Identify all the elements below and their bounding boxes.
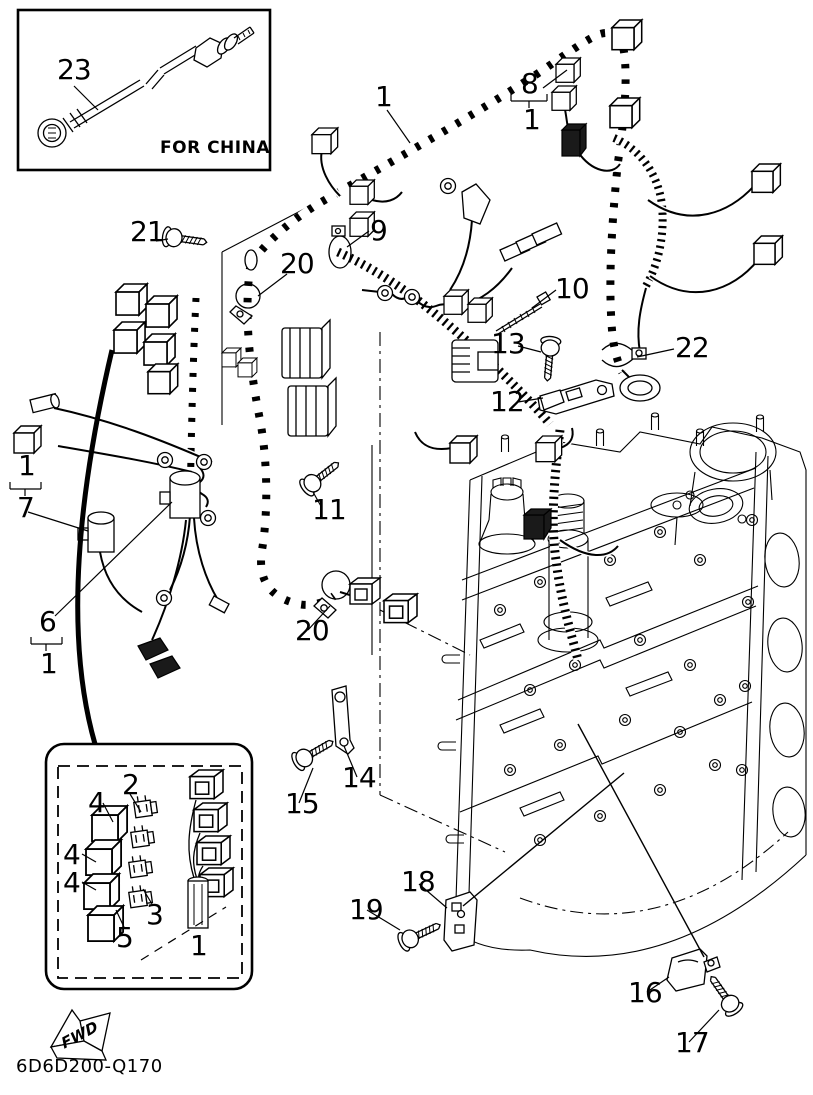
callout-3: 3 bbox=[146, 898, 164, 931]
callout-19: 19 bbox=[349, 893, 384, 926]
bracket-12 bbox=[537, 379, 615, 415]
fwd-arrow bbox=[49, 1008, 111, 1061]
callout-5: 5 bbox=[116, 921, 134, 954]
callout-8-of-1: 1 bbox=[523, 103, 541, 136]
clamp-20-lower bbox=[313, 570, 351, 619]
bolt-13 bbox=[536, 335, 562, 383]
for-china-note: FOR CHINA bbox=[160, 138, 270, 158]
engine-block bbox=[437, 412, 807, 957]
diagram-part-code: 6D6D200-Q170 bbox=[16, 1056, 163, 1077]
callout-20-lower: 20 bbox=[295, 614, 330, 647]
bolt-17 bbox=[702, 970, 746, 1020]
detail-balloon bbox=[44, 349, 254, 991]
callout-17: 17 bbox=[675, 1026, 710, 1059]
callout-11: 11 bbox=[312, 493, 347, 526]
callout-4a: 4 bbox=[88, 786, 106, 819]
callout-13: 13 bbox=[491, 327, 526, 360]
bolt-19 bbox=[394, 915, 445, 954]
callout-23: 23 bbox=[57, 53, 92, 86]
callout-12: 12 bbox=[490, 385, 525, 418]
bracket-16 bbox=[666, 948, 721, 992]
connector-cube bbox=[611, 19, 643, 51]
clamp-9 bbox=[328, 225, 352, 269]
callout-6-of-1: 1 bbox=[40, 647, 58, 680]
clamp-22 bbox=[601, 342, 647, 368]
callout-4c: 4 bbox=[63, 866, 81, 899]
callout-14: 14 bbox=[342, 761, 377, 794]
callout-9: 9 bbox=[370, 214, 388, 247]
leader-lines bbox=[9, 69, 720, 1043]
fasteners bbox=[160, 225, 746, 1020]
callout-4b: 4 bbox=[63, 838, 81, 871]
top-inset-box bbox=[16, 8, 272, 172]
wire-harness bbox=[13, 19, 784, 679]
callout-18: 18 bbox=[401, 865, 436, 898]
bolt-11 bbox=[296, 454, 346, 499]
callout-1-harness: 1 bbox=[375, 80, 393, 113]
callout-16: 16 bbox=[628, 976, 663, 1009]
callout-1-over-7: 1 bbox=[18, 449, 36, 482]
callout-2: 2 bbox=[122, 768, 140, 801]
callout-8: 8 bbox=[521, 67, 539, 100]
callout-10: 10 bbox=[555, 272, 590, 305]
bundle-connector bbox=[189, 769, 224, 800]
callout-22: 22 bbox=[675, 331, 710, 364]
clamp-20-upper bbox=[229, 283, 261, 325]
callout-15: 15 bbox=[285, 787, 320, 820]
bolt-21 bbox=[160, 225, 209, 253]
callout-6: 6 bbox=[39, 605, 57, 638]
callout-20-upper: 20 bbox=[280, 247, 315, 280]
bracket-14 bbox=[331, 685, 355, 755]
bolt-15 bbox=[288, 732, 339, 774]
callout-21: 21 bbox=[130, 215, 165, 248]
phantom-lines bbox=[221, 206, 506, 853]
bracket-18 bbox=[443, 891, 478, 952]
callout-7: 7 bbox=[17, 491, 35, 524]
callout-1-inset: 1 bbox=[190, 929, 208, 962]
